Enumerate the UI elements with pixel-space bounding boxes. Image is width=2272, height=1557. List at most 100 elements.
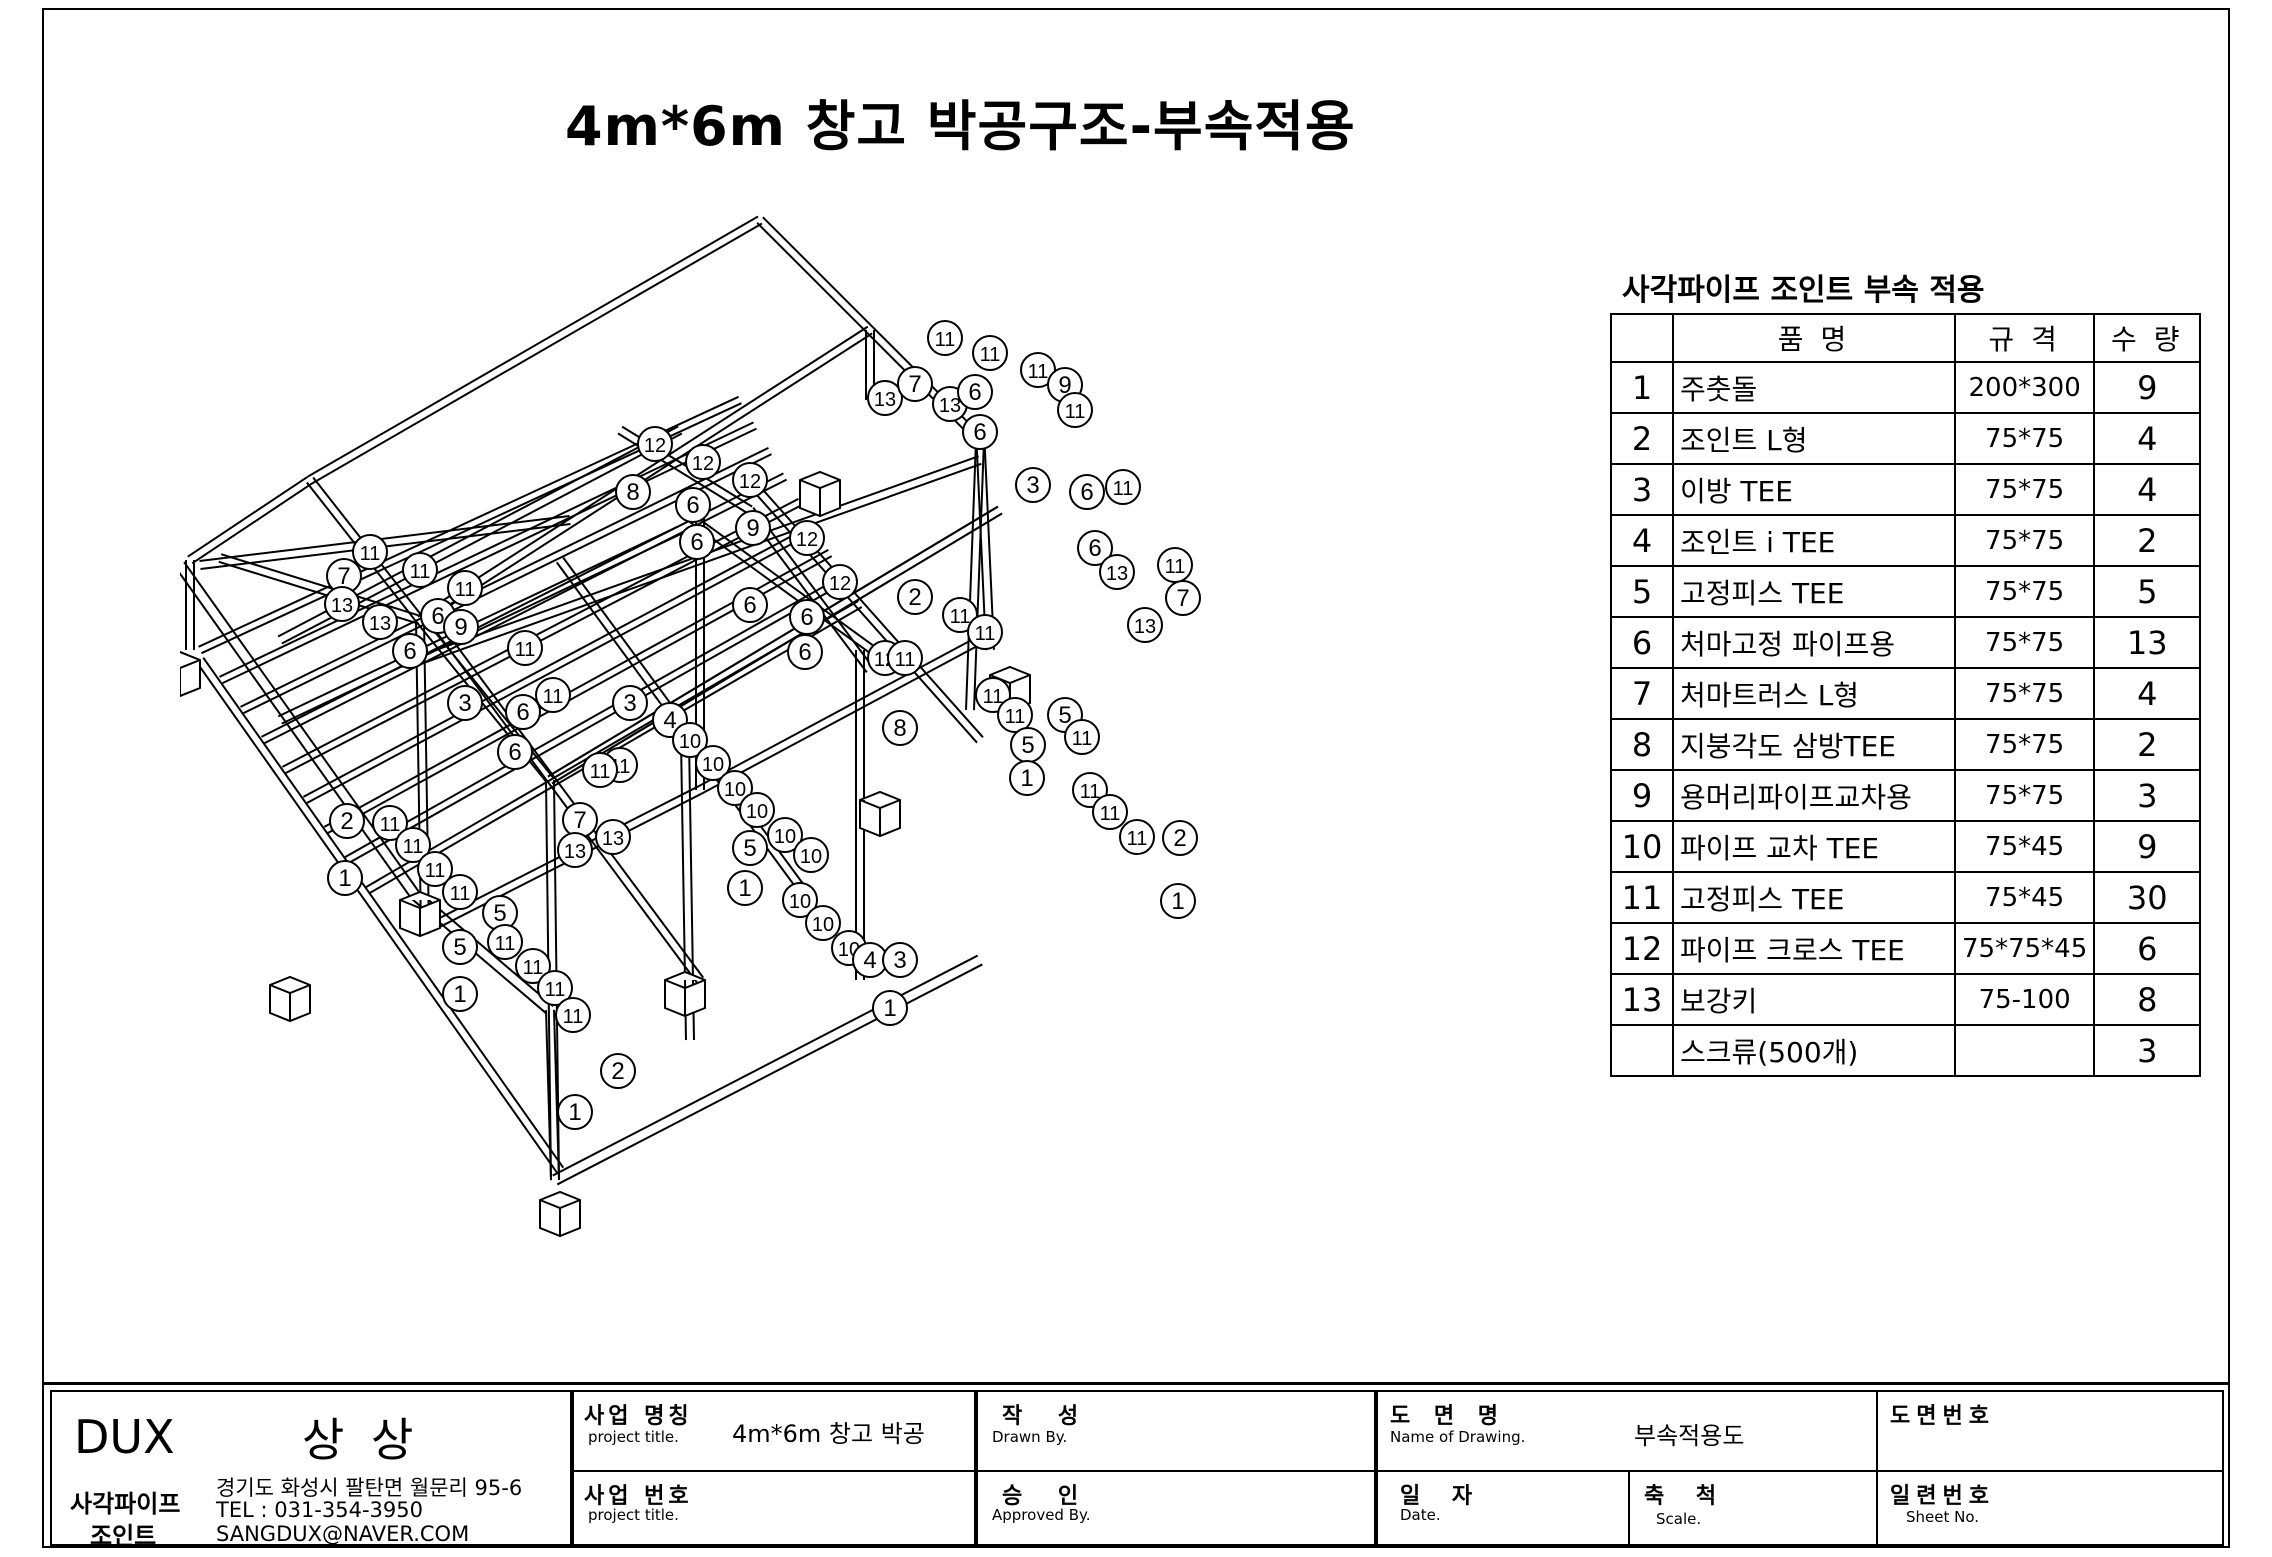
frame-member: [736, 471, 978, 744]
svg-text:11: 11: [983, 686, 1004, 708]
scale-label-en: Scale.: [1656, 1510, 1702, 1528]
parts-cell-no: 7: [1610, 667, 1674, 720]
callout-7: 7: [562, 802, 598, 838]
callout-1: 1: [327, 860, 363, 896]
svg-text:11: 11: [1080, 781, 1101, 803]
svg-text:11: 11: [450, 883, 471, 905]
parts-cell-qty: 13: [2093, 616, 2202, 669]
frame-member: [762, 216, 874, 328]
callout-11: 11: [515, 948, 551, 984]
parts-table-row: 스크류(500개)3: [1610, 1024, 2202, 1077]
callout-10: 10: [793, 837, 829, 873]
frame-member: [972, 440, 985, 711]
company-email: SANGDUX@NAVER.COM: [216, 1522, 470, 1546]
svg-text:7: 7: [908, 371, 921, 398]
parts-cell-name: 지붕각도 삼방TEE: [1672, 718, 1956, 771]
svg-text:6: 6: [743, 592, 756, 619]
parts-cell-spec: 75*75: [1953, 769, 2096, 822]
svg-text:6: 6: [800, 604, 813, 631]
callout-9: 9: [735, 510, 771, 546]
callout-11: 11: [887, 640, 923, 676]
svg-text:4: 4: [663, 707, 676, 734]
svg-text:5: 5: [453, 934, 466, 961]
callout-4: 4: [852, 942, 888, 978]
callout-11: 11: [537, 970, 573, 1006]
parts-cell-no: 12: [1610, 922, 1674, 975]
date-label: 일 자: [1400, 1484, 1485, 1509]
callout-12: 12: [789, 520, 825, 556]
svg-text:1: 1: [568, 1099, 581, 1126]
svg-text:9: 9: [1058, 372, 1071, 399]
parts-cell-qty: 6: [2093, 922, 2202, 975]
frame-member: [307, 215, 759, 478]
parts-cell-no: 2: [1610, 412, 1674, 465]
svg-text:11: 11: [380, 814, 401, 836]
parts-cell-qty: 5: [2093, 565, 2202, 618]
svg-text:6: 6: [1080, 479, 1093, 506]
frame-member: [311, 222, 763, 485]
frame-member: [752, 507, 875, 669]
callout-10: 10: [717, 770, 753, 806]
callout-1: 1: [442, 976, 478, 1012]
svg-text:10: 10: [724, 779, 746, 801]
svg-text:10: 10: [702, 754, 724, 776]
parts-cell-spec: 75*45: [1953, 820, 2096, 873]
parts-cell-qty: 9: [2093, 361, 2202, 414]
drawing-number-label: 도면번호: [1890, 1404, 1995, 1429]
svg-text:5: 5: [743, 835, 756, 862]
parts-cell-spec: 75*75: [1953, 412, 2096, 465]
drawn-by-cell: 작 성 Drawn By.: [976, 1390, 1376, 1472]
frame-member: [264, 478, 788, 745]
svg-text:2: 2: [1173, 825, 1186, 852]
parts-cell-qty: 30: [2093, 871, 2202, 924]
svg-text:5: 5: [493, 900, 506, 927]
frame-member: [965, 439, 978, 710]
callout-11: 11: [487, 924, 523, 960]
project-number-label: 사업 번호: [584, 1484, 693, 1509]
svg-text:13: 13: [602, 828, 624, 850]
parts-cell-name: 처마고정 파이프용: [1672, 616, 1956, 669]
callout-11: 11: [402, 552, 438, 588]
parts-cell-no: 6: [1610, 616, 1674, 669]
svg-text:10: 10: [812, 914, 834, 936]
callout-8: 8: [882, 710, 918, 746]
parts-cell-name: 조인트 L형: [1672, 412, 1956, 465]
parts-cell-name: 보강키: [1672, 973, 1956, 1026]
callout-3: 3: [447, 685, 483, 721]
parts-cell-name: 처마트러스 L형: [1672, 667, 1956, 720]
company-tel: TEL : 031-354-3950: [216, 1498, 423, 1522]
frame-member: [545, 1010, 553, 1181]
frame-member: [556, 963, 983, 1186]
drawn-by-label: 작 성: [1002, 1404, 1093, 1429]
svg-text:9: 9: [746, 515, 759, 542]
callout-11: 11: [535, 677, 571, 713]
frame-member: [681, 505, 903, 668]
svg-text:10: 10: [679, 731, 701, 753]
callout-10: 10: [767, 817, 803, 853]
svg-text:2: 2: [908, 584, 921, 611]
approved-by-label: 승 인: [1002, 1484, 1093, 1509]
foundation-block: [399, 890, 441, 938]
parts-cell-qty: 4: [2093, 412, 2202, 465]
frame-member: [756, 222, 868, 334]
parts-cell-name: 고정피스 TEE: [1672, 565, 1956, 618]
parts-cell-spec: 75*75*45: [1953, 922, 2096, 975]
parts-cell-qty: 2: [2093, 718, 2202, 771]
parts-cell-name: 이방 TEE: [1672, 463, 1956, 516]
callout-11: 11: [582, 752, 618, 788]
svg-text:13: 13: [874, 389, 896, 411]
svg-text:2: 2: [611, 1058, 624, 1085]
scale-cell: 축 척 Scale.: [1628, 1470, 1878, 1546]
callout-11: 11: [942, 597, 978, 633]
svg-text:11: 11: [1028, 361, 1049, 383]
callout-11: 11: [352, 534, 388, 570]
callout-6: 6: [392, 633, 428, 669]
callout-7: 7: [1165, 580, 1201, 616]
svg-text:11: 11: [935, 329, 956, 351]
title-block: [42, 1382, 2230, 1551]
svg-text:12: 12: [692, 453, 714, 475]
